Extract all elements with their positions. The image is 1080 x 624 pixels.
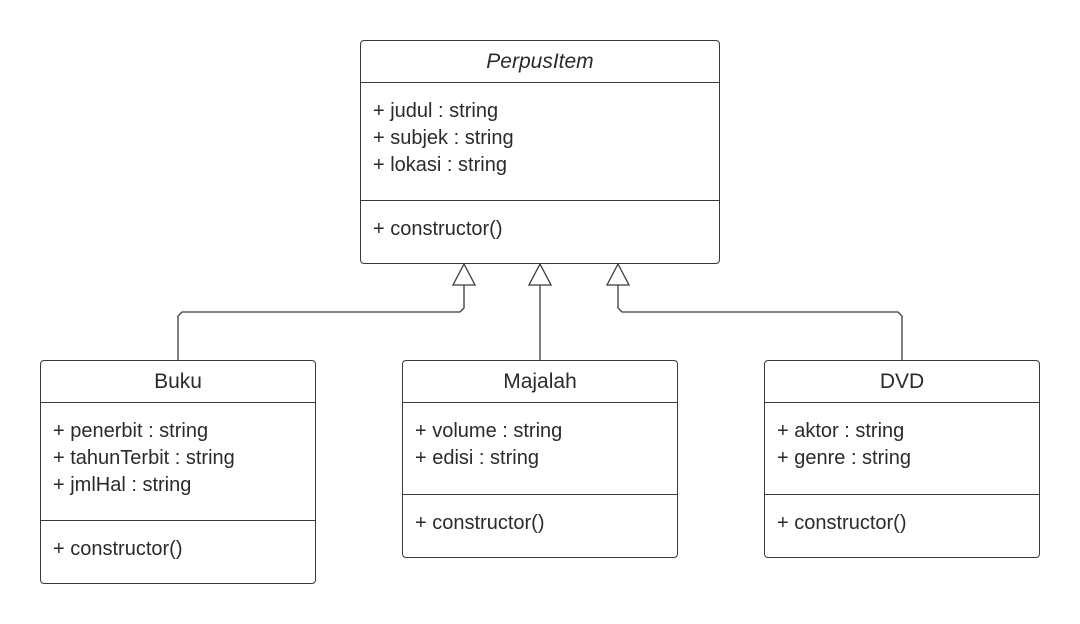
attribute: + tahunTerbit : string — [53, 447, 235, 469]
operations-compartment: + constructor() — [403, 495, 677, 537]
class-majalah[interactable]: Majalah + volume : string + edisi : stri… — [402, 360, 678, 558]
attribute: + lokasi : string — [373, 154, 507, 176]
buku-generalization-line — [177, 285, 465, 360]
operation: + constructor() — [415, 512, 545, 534]
class-perpusitem[interactable]: PerpusItem + judul : string + subjek : s… — [360, 40, 720, 264]
attributes-compartment: + volume : string + edisi : string — [403, 403, 677, 495]
attribute: + judul : string — [373, 100, 499, 122]
operation: + constructor() — [53, 538, 183, 560]
attribute: + jmlHal : string — [53, 474, 192, 496]
attribute: + genre : string — [777, 447, 911, 469]
operation: + constructor() — [777, 512, 907, 534]
buku-generalization-arrowhead — [451, 262, 477, 286]
operations-compartment: + constructor() — [361, 201, 719, 243]
attribute: + volume : string — [415, 420, 563, 442]
majalah-generalization-arrowhead — [527, 262, 553, 286]
operation: + constructor() — [373, 218, 503, 240]
class-name: Majalah — [403, 361, 677, 403]
class-name: DVD — [765, 361, 1039, 403]
operations-compartment: + constructor() — [41, 521, 315, 563]
attribute: + penerbit : string — [53, 420, 209, 442]
attribute: + aktor : string — [777, 420, 905, 442]
class-name: PerpusItem — [361, 41, 719, 83]
class-buku[interactable]: Buku + penerbit : string + tahunTerbit :… — [40, 360, 316, 584]
attribute: + subjek : string — [373, 127, 514, 149]
attributes-compartment: + penerbit : string + tahunTerbit : stri… — [41, 403, 315, 521]
class-name: Buku — [41, 361, 315, 403]
dvd-generalization-arrowhead — [605, 262, 631, 286]
attributes-compartment: + aktor : string + genre : string — [765, 403, 1039, 495]
attributes-compartment: + judul : string + subjek : string + lok… — [361, 83, 719, 201]
attribute: + edisi : string — [415, 447, 539, 469]
class-dvd[interactable]: DVD + aktor : string + genre : string + … — [764, 360, 1040, 558]
operations-compartment: + constructor() — [765, 495, 1039, 537]
dvd-generalization-line — [617, 285, 903, 360]
